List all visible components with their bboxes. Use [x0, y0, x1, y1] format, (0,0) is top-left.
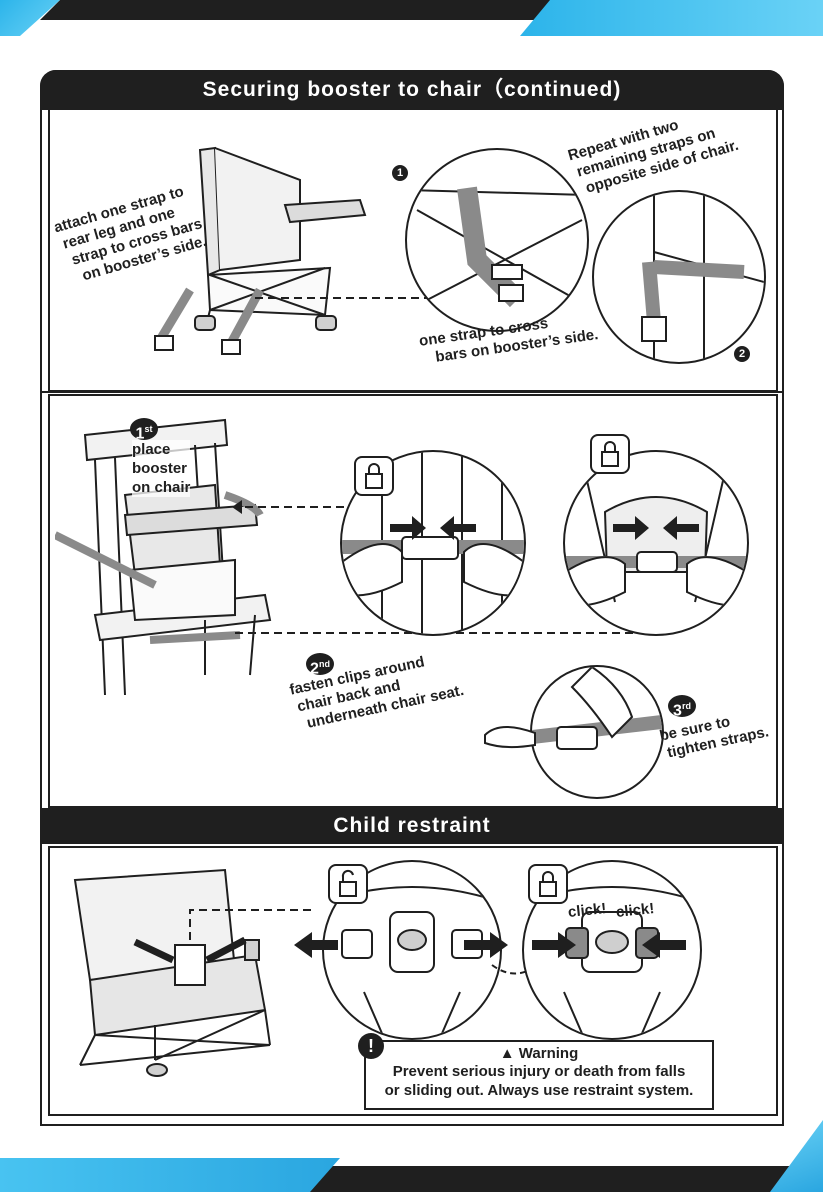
arrow-out-right-icon — [464, 932, 508, 958]
detail-circle-under-seat — [563, 450, 749, 636]
top-blue-band — [520, 0, 823, 36]
section-title-securing: Securing booster to chair（continued) — [40, 70, 784, 110]
section2-panel — [48, 394, 778, 808]
dashed-connector-2 — [232, 500, 370, 514]
arrow-out-left-icon — [294, 932, 338, 958]
step-badge-3rd: 3rd — [668, 695, 696, 719]
step-badge-2nd: 2nd — [306, 653, 334, 677]
dashed-connector-1 — [255, 297, 435, 299]
detail-circle-cross-bar — [405, 148, 589, 332]
step-number-2: 2 — [734, 346, 750, 362]
booster-on-chair-illustration — [55, 418, 272, 696]
section-title-child-restraint: Child restraint — [42, 808, 782, 844]
section3-panel — [48, 846, 778, 1116]
step-number-1: 1 — [392, 165, 408, 181]
section-divider-1 — [42, 391, 782, 393]
booster-attached-illustration — [154, 146, 367, 355]
booster-harness-illustration — [73, 868, 271, 1077]
warning-heading: Warning — [518, 1045, 579, 1062]
hand-illustration — [484, 726, 536, 749]
exclamation-icon: ! — [358, 1033, 384, 1059]
detail-circle-opposite-side — [592, 190, 766, 364]
bottom-blue-band — [0, 1158, 340, 1192]
dashed-connector-4 — [189, 909, 315, 940]
lock-closed-icon — [590, 434, 630, 474]
detail-circle-tighten — [530, 665, 664, 799]
lock-closed-icon — [354, 456, 394, 496]
bottom-dark-band — [300, 1166, 823, 1192]
lock-closed-icon — [528, 864, 568, 904]
lock-open-icon — [328, 864, 368, 904]
arrow-in-right-icon — [532, 932, 576, 958]
place-booster-caption: place booster on chair — [132, 440, 191, 497]
step-badge-1st: 1st — [130, 418, 158, 442]
warning-triangle-icon: ▲ — [499, 1045, 515, 1062]
warning-box: ▲ Warning Prevent serious injury or deat… — [364, 1040, 714, 1110]
warning-line-1: Prevent serious injury or death from fal… — [392, 1063, 686, 1080]
arrow-in-left-icon — [642, 932, 686, 958]
warning-line-2: or sliding out. Always use restraint sys… — [384, 1082, 694, 1099]
